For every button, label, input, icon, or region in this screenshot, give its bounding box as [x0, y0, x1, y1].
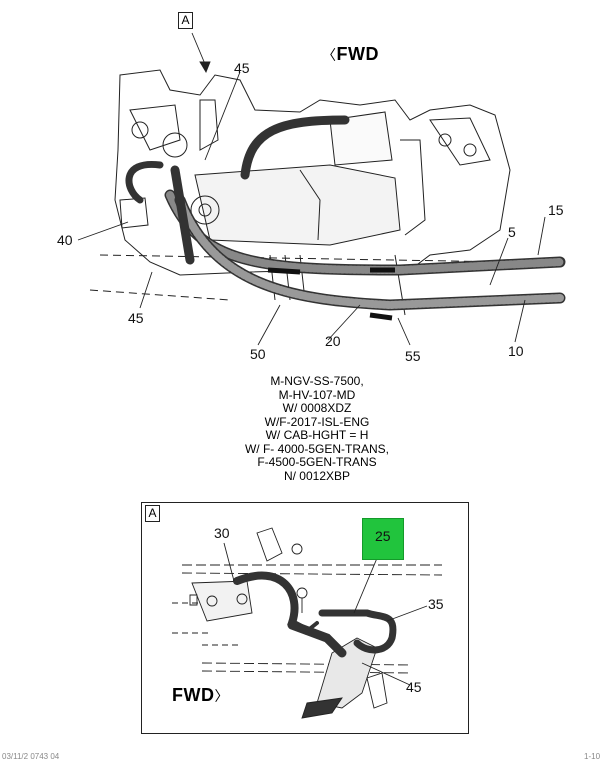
- note-line: F-4500-5GEN-TRANS: [257, 455, 377, 469]
- note-line: W/F-2017-ISL-ENG: [264, 414, 370, 429]
- detail-view-label: A: [145, 505, 160, 522]
- note-line: M-NGV-SS-7500,: [270, 374, 364, 388]
- detail-fwd-text: FWD: [172, 685, 215, 705]
- footer-right: 1-10: [584, 752, 601, 761]
- forward-arrow-icon: 〈: [322, 47, 337, 63]
- fwd-text: FWD: [336, 44, 379, 64]
- callout-40: 40: [57, 232, 73, 248]
- detail-harness-illustration: [172, 527, 443, 719]
- engine-harness-illustration: [77, 32, 566, 346]
- main-view: A 〈FWD 45 15 5 40 45 50 20 55 10: [0, 0, 610, 380]
- footer-left: 03/11/2 0743 04: [2, 752, 60, 761]
- callout-50: 50: [250, 346, 266, 362]
- highlighted-callout-25[interactable]: 25: [362, 518, 404, 560]
- note-line: W/ CAB-HGHT = H: [265, 428, 369, 442]
- applicability-notes: M-NGV-SS-7500, M-HV-107-MD W/ 0008XDZ W/…: [217, 374, 417, 483]
- callout-25: 25: [375, 528, 391, 544]
- note-line: W/ 0008XDZ: [282, 401, 352, 415]
- callout-55: 55: [405, 348, 421, 364]
- detail-view-a: A 25 30 35 45 FWD〉: [141, 502, 469, 734]
- callout-10: 10: [508, 343, 524, 359]
- callout-35: 35: [428, 596, 444, 612]
- callout-45-detail: 45: [406, 679, 422, 695]
- note-line: M-HV-107-MD: [278, 387, 356, 402]
- callout-45-top: 45: [234, 60, 250, 76]
- callout-15: 15: [548, 202, 564, 218]
- detail-forward-label: FWD〉: [172, 685, 229, 706]
- view-a-marker: A: [178, 12, 193, 29]
- callout-5: 5: [508, 224, 516, 240]
- callout-20: 20: [325, 333, 341, 349]
- note-line: N/ 0012XBP: [283, 468, 351, 483]
- forward-arrow-icon: 〉: [214, 688, 229, 704]
- callout-45-bottom: 45: [128, 310, 144, 326]
- callout-30: 30: [214, 525, 230, 541]
- note-line: W/ F- 4000-5GEN-TRANS,: [244, 441, 390, 456]
- forward-direction-label: 〈FWD: [322, 44, 379, 65]
